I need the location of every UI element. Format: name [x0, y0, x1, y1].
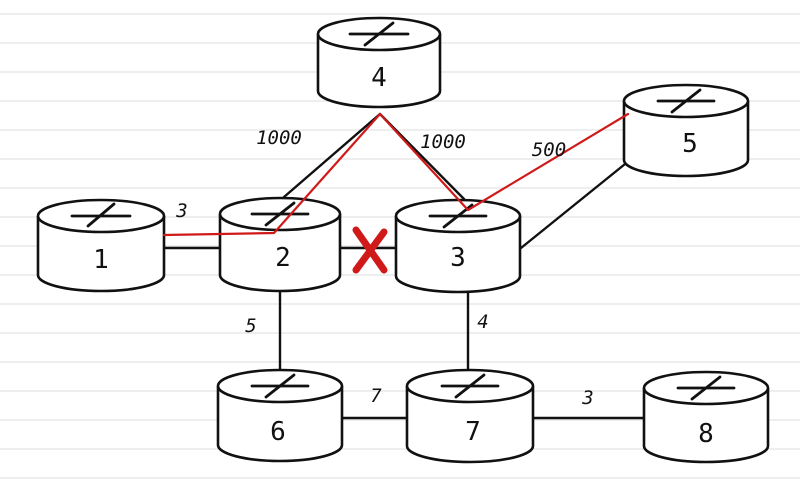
cost-label-7-8: 3	[581, 387, 593, 409]
router-icon	[70, 202, 132, 228]
router-label: 1	[93, 245, 109, 275]
router-7[interactable]: 7	[405, 368, 535, 464]
router-icon	[250, 201, 310, 227]
cost-label-4-3: 1000	[420, 131, 466, 153]
red-x-icon	[352, 226, 388, 274]
router-label: 6	[270, 417, 286, 447]
router-icon	[250, 373, 310, 399]
router-label: 7	[465, 417, 481, 447]
router-label: 5	[682, 129, 698, 159]
router-6[interactable]: 6	[216, 368, 344, 463]
router-8[interactable]: 8	[642, 370, 770, 464]
router-label: 4	[371, 63, 387, 93]
router-label: 3	[450, 243, 466, 273]
router-icon	[656, 88, 716, 114]
cost-label-1-2: 3	[175, 200, 187, 222]
router-label: 8	[698, 419, 714, 449]
highlighted-path	[162, 112, 630, 237]
link-costs: 3 1000 1000 500 5 4 7 3	[175, 127, 593, 409]
router-2[interactable]: 2	[218, 196, 342, 293]
router-4[interactable]: 4	[316, 16, 442, 109]
cost-label-2-4: 1000	[256, 127, 302, 149]
router-label: 2	[275, 243, 291, 273]
router-1[interactable]: 1	[36, 198, 166, 293]
router-3[interactable]: 3	[394, 198, 522, 294]
link-3-5	[519, 158, 632, 250]
cost-label-3-7: 4	[477, 311, 488, 333]
router-5[interactable]: 5	[622, 83, 750, 178]
router-icon	[348, 21, 410, 47]
cost-label-6-7: 7	[370, 385, 382, 407]
cost-label-2-6: 5	[245, 315, 256, 337]
router-icon	[676, 375, 736, 401]
link-2-4	[282, 112, 382, 199]
router-icon	[440, 373, 500, 399]
cost-label-3-5: 500	[532, 139, 566, 161]
